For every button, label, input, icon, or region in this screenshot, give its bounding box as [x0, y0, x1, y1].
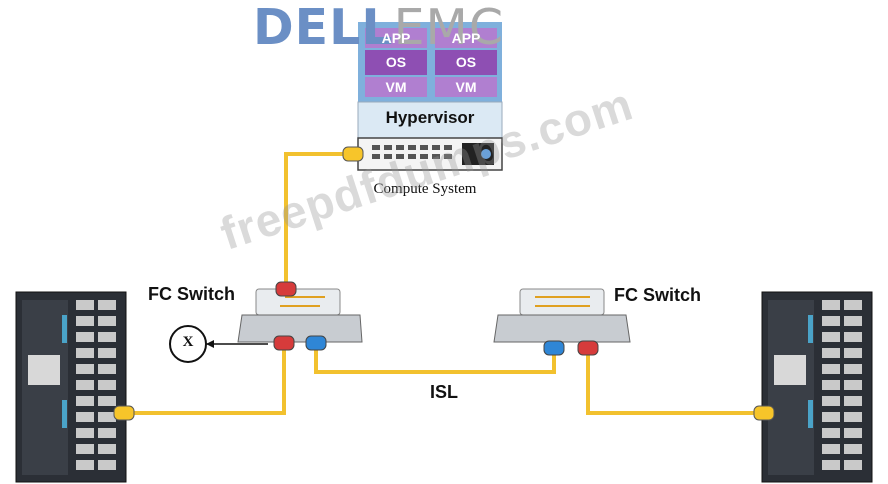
switch-right-arrows-icon: [535, 296, 590, 307]
compute-system-label: Compute System: [373, 181, 477, 197]
dell-emc-logo: DELLEMC: [253, 2, 504, 54]
failure-marker: [169, 325, 268, 363]
switch-right-port-blue: [543, 340, 565, 356]
cable-switch-to-storage-left: [128, 348, 286, 415]
storage-left-panel: [22, 300, 68, 475]
server-vents: [372, 145, 452, 159]
switch-left-body: [237, 314, 363, 343]
failure-marker-arrowhead: [206, 340, 214, 348]
compute-system: [342, 22, 503, 171]
vm-left-os-label: OS: [385, 54, 407, 70]
storage-right-grille: [774, 355, 806, 385]
storage-left-drives: [76, 300, 116, 470]
switch-left-top: [255, 288, 341, 316]
switch-right-port-red: [577, 340, 599, 356]
failure-marker-text: X: [182, 334, 194, 350]
vm-right-vm: [435, 77, 497, 97]
server-port-yellow: [342, 146, 364, 162]
storage-right-accent-2: [808, 400, 813, 428]
vm-left-vm: [365, 77, 427, 97]
storage-array-right: [753, 291, 873, 483]
logo-emc-text: EMC: [393, 0, 505, 56]
storage-right-panel: [768, 300, 814, 475]
logo-dell-text: DELL: [253, 0, 394, 56]
storage-left-grille: [28, 355, 60, 385]
server-power-icon: [481, 149, 491, 159]
vm-left-os: [365, 50, 427, 75]
switch-right-top: [519, 288, 605, 316]
cables: [128, 152, 764, 415]
cable-compute-to-switch: [284, 152, 348, 288]
switch-left-port-top-red: [275, 281, 297, 297]
fc-switch-left-label: FC Switch: [148, 284, 236, 304]
cable-isl: [314, 348, 556, 374]
switch-left-port-red: [273, 335, 295, 351]
vm-left-vm-label: VM: [385, 79, 407, 95]
fc-switch-right-label: FC Switch: [614, 285, 702, 305]
storage-left-accent-1: [62, 315, 67, 343]
fc-switch-right: [493, 288, 631, 356]
vm-right-app: [435, 28, 497, 48]
vm-right-os-label: OS: [455, 54, 477, 70]
storage-array-left: [15, 291, 135, 483]
switch-left-port-blue: [305, 335, 327, 351]
vm-right-vm-label: VM: [455, 79, 477, 95]
storage-right-port-yellow: [753, 405, 775, 421]
isl-label: ISL: [430, 382, 459, 402]
vm-right-os: [435, 50, 497, 75]
fc-switch-left: [237, 281, 363, 351]
cable-switch-to-storage-right: [586, 352, 764, 415]
storage-left-accent-2: [62, 400, 67, 428]
server-bay: [462, 143, 494, 165]
storage-right-drives: [822, 300, 862, 470]
vm-right-app-label: APP: [451, 30, 481, 46]
vm-left-app-label: APP: [381, 30, 411, 46]
switch-left-arrows-icon: [280, 296, 325, 307]
vm-left-app: [365, 28, 427, 48]
switch-right-body: [493, 314, 631, 343]
storage-right-accent-1: [808, 315, 813, 343]
hypervisor-label: Hypervisor: [385, 108, 475, 127]
storage-left-port-yellow: [113, 405, 135, 421]
